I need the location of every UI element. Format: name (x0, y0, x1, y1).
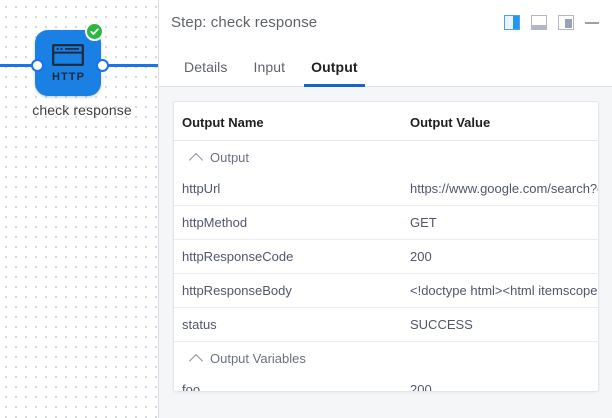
group-row-output-variables[interactable]: Output Variables (174, 342, 598, 374)
tab-input[interactable]: Input (253, 59, 286, 75)
output-name-httpresponsecode: httpResponseCode (174, 239, 402, 274)
output-value-httpresponsebody: <!doctype html><html itemscope=' (402, 273, 598, 308)
edge-outgoing (100, 64, 158, 67)
column-header-output-name: Output Name (174, 102, 402, 141)
output-value-httpmethod: GET (402, 205, 598, 240)
group-title-output-variables: Output Variables (210, 351, 306, 366)
panel-header: Step: check response (159, 0, 612, 44)
dock-right-icon[interactable] (504, 14, 520, 30)
tab-output[interactable]: Output (298, 59, 370, 87)
output-value-status: SUCCESS (402, 307, 598, 342)
node-check-response[interactable]: HTTP (35, 30, 101, 96)
output-name-httpmethod: httpMethod (174, 205, 402, 240)
node-http-label: HTTP (51, 70, 86, 83)
column-header-output-value: Output Value (402, 102, 598, 141)
group-cell-output-variables[interactable]: Output Variables (174, 342, 598, 374)
table-row[interactable]: httpResponseBody <!doctype html><html it… (174, 273, 598, 308)
group-title-output: Output (210, 150, 250, 165)
minimize-icon[interactable] (585, 15, 599, 30)
node-label: check response (32, 102, 132, 118)
workflow-canvas[interactable]: HTTP check response (0, 0, 159, 418)
chevron-up-icon (188, 152, 204, 167)
output-name-httpresponsebody: httpResponseBody (174, 273, 402, 308)
table-row[interactable]: httpMethod GET (174, 205, 598, 240)
table-body: Output httpUrl https://www.google.com/se… (174, 141, 598, 392)
step-detail-panel: Step: check response Details Input Outpu… (159, 0, 612, 418)
table-row[interactable]: httpUrl https://www.google.com/search?q= (174, 172, 598, 206)
panel-tabs: Details Input Output (159, 44, 612, 87)
group-row-output[interactable]: Output (174, 141, 598, 173)
panel-body: Output Name Output Value Output (159, 87, 612, 418)
output-card: Output Name Output Value Output (173, 101, 599, 392)
table-header-row: Output Name Output Value (174, 102, 598, 141)
popout-icon[interactable] (558, 14, 574, 30)
node-output-port[interactable] (96, 59, 109, 72)
output-value-foo: 200 (410, 382, 432, 392)
output-name-httpurl: httpUrl (174, 172, 402, 206)
table-row[interactable]: status SUCCESS (174, 307, 598, 342)
chevron-up-icon (188, 353, 204, 368)
group-cell-output[interactable]: Output (174, 141, 598, 173)
group-toggle-output[interactable]: Output (182, 150, 590, 167)
output-table: Output Name Output Value Output (174, 102, 598, 392)
output-name-foo: foo (182, 382, 201, 392)
panel-title: Step: check response (171, 13, 318, 31)
panel-header-actions (504, 14, 601, 30)
table-row[interactable]: foo 200 (174, 373, 598, 392)
node-input-port[interactable] (31, 59, 44, 72)
node-content: HTTP (35, 30, 101, 96)
dock-bottom-icon[interactable] (531, 14, 547, 30)
output-value-httpresponsecode: 200 (402, 239, 598, 274)
tab-details[interactable]: Details (184, 59, 228, 75)
edge-incoming (0, 64, 37, 67)
output-value-httpurl: https://www.google.com/search?q= (402, 172, 598, 206)
output-name-status: status (174, 307, 402, 342)
http-browser-icon (52, 43, 84, 71)
status-success-badge (85, 22, 104, 41)
table-row[interactable]: httpResponseCode 200 (174, 239, 598, 274)
group-toggle-output-variables[interactable]: Output Variables (182, 351, 590, 368)
